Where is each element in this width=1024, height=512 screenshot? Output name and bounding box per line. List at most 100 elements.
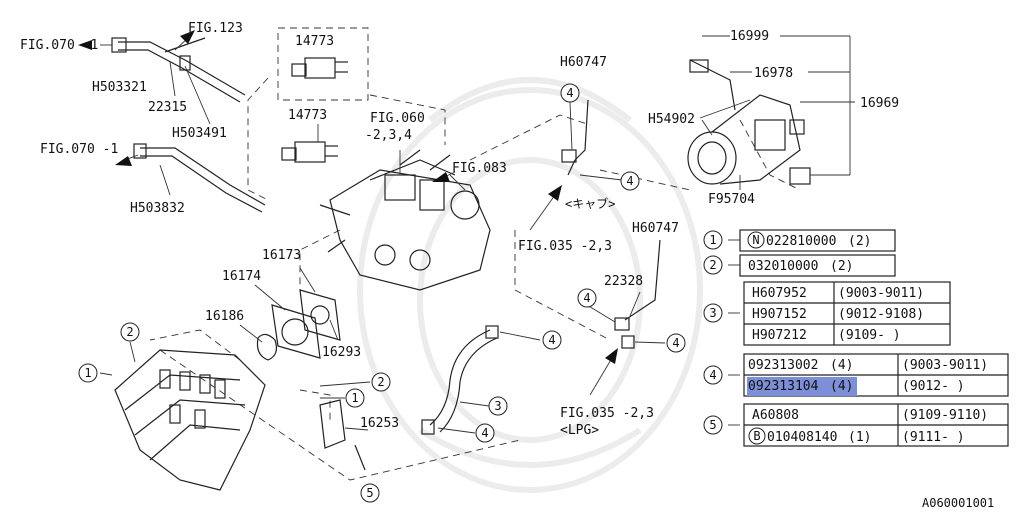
- arrow-left-icon: [115, 156, 132, 166]
- hose-h60747-top: [561, 99, 589, 176]
- throttle-body-16969: [687, 59, 811, 185]
- label-16999: 16999: [730, 29, 769, 44]
- part-number: 022810000: [766, 234, 836, 249]
- callout-4: 4: [577, 288, 597, 308]
- table-row: 5 A60808 (9109-9110) B 010408140 (1) (91…: [703, 403, 1009, 447]
- label-22315: 22315: [148, 100, 187, 115]
- gasket-16186: [256, 333, 278, 361]
- table-row: 1 N 022810000 (2): [703, 229, 896, 252]
- date-range: (9003-9011): [838, 286, 924, 301]
- date-range: (9109- ): [838, 328, 901, 343]
- qty: (1): [848, 430, 871, 445]
- date-range: (9109-9110): [902, 408, 988, 423]
- label-lpg: <LPG>: [560, 423, 599, 438]
- callout-4: 4: [666, 333, 686, 353]
- svg-text:3: 3: [494, 399, 501, 413]
- label-fig035-lpg: FIG.035 -2,3: [560, 406, 654, 421]
- bracket-16253: [319, 399, 366, 471]
- carburetor: [319, 149, 491, 291]
- label-14773-mid: 14773: [288, 108, 327, 123]
- callout-3: 3: [488, 396, 508, 416]
- qty: (2): [848, 234, 871, 249]
- part-number: H607952: [752, 286, 807, 301]
- hose-h60747-mid: [614, 239, 661, 349]
- arrows: [78, 30, 618, 396]
- label-16978: 16978: [754, 66, 793, 81]
- intake-manifold: [114, 349, 266, 491]
- diagram-id: A060001001: [922, 496, 994, 510]
- qty: (4): [830, 379, 853, 394]
- table-row: 3 H607952 (9003-9011) H907152 (9012-9108…: [703, 281, 951, 346]
- label-fig060-sub: -2,3,4: [365, 128, 412, 143]
- callout-4: 4: [475, 423, 495, 443]
- label-14773-top: 14773: [295, 34, 334, 49]
- arrow-up-icon: [548, 185, 562, 201]
- part-number: H907212: [752, 328, 807, 343]
- label-22328: 22328: [604, 274, 643, 289]
- leader-lines: [99, 35, 855, 434]
- hose-h503832: [133, 143, 266, 213]
- svg-text:3: 3: [709, 306, 716, 320]
- label-fig035-cap: FIG.035 -2,3: [518, 239, 612, 254]
- label-16253: 16253: [360, 416, 399, 431]
- part-number-highlighted: 092313104: [748, 379, 819, 394]
- arrow-left-icon: [432, 172, 450, 182]
- label-16969: 16969: [860, 96, 899, 111]
- label-fig070-top: FIG.070 -1: [20, 38, 98, 53]
- svg-text:4: 4: [481, 426, 488, 440]
- svg-text:4: 4: [583, 291, 590, 305]
- prefix-b: B: [753, 429, 760, 443]
- callout-5: 5: [360, 483, 380, 503]
- date-range: (9012-9108): [838, 307, 924, 322]
- svg-text:2: 2: [126, 325, 133, 339]
- label-16173: 16173: [262, 248, 301, 263]
- table-row: 2 032010000 (2): [703, 254, 896, 277]
- qty: (4): [830, 358, 853, 373]
- qty: (2): [830, 259, 853, 274]
- callout-1: 1: [345, 388, 365, 408]
- part-number: 032010000: [748, 259, 818, 274]
- arrow-up-right-icon: [180, 30, 195, 44]
- svg-text:4: 4: [626, 174, 633, 188]
- callout-2: 2: [120, 322, 140, 342]
- part-number: 010408140: [767, 430, 837, 445]
- part-number: A60808: [752, 408, 799, 423]
- callout-1: 1: [78, 363, 98, 383]
- part-number: 092313002: [748, 358, 818, 373]
- label-h54902: H54902: [648, 112, 695, 127]
- parts-table: 1 N 022810000 (2) 2 032010000 (2) 3 H607…: [703, 229, 1009, 447]
- label-kyab: <キャブ>: [565, 196, 615, 211]
- svg-text:4: 4: [548, 333, 555, 347]
- part-number: H907152: [752, 307, 807, 322]
- svg-text:4: 4: [566, 86, 573, 100]
- prefix-n: N: [752, 233, 759, 247]
- callout-4: 4: [542, 330, 562, 350]
- svg-text:1: 1: [709, 233, 716, 247]
- hose-22315: [111, 37, 246, 103]
- gasket-16173: [299, 289, 341, 341]
- selection-highlight: [747, 377, 857, 396]
- arrow-left-icon: [78, 40, 92, 50]
- svg-text:5: 5: [709, 418, 716, 432]
- label-16174: 16174: [222, 269, 261, 284]
- label-16293: 16293: [322, 345, 361, 360]
- label-fig123: FIG.123: [188, 21, 243, 36]
- part-labels: FIG.070 -1 FIG.123 H503321 22315 H503491…: [20, 21, 994, 510]
- arrow-up-icon: [605, 348, 618, 364]
- label-f95704: F95704: [708, 192, 755, 207]
- svg-text:4: 4: [672, 336, 679, 350]
- svg-text:2: 2: [377, 375, 384, 389]
- label-h503321: H503321: [92, 80, 147, 95]
- label-fig070-mid: FIG.070 -1: [40, 142, 118, 157]
- label-h503491: H503491: [172, 126, 227, 141]
- spacer-16174: [271, 304, 321, 359]
- date-range: (9012- ): [902, 379, 965, 394]
- svg-text:2: 2: [709, 258, 716, 272]
- label-h60747-mid: H60747: [632, 221, 679, 236]
- svg-text:1: 1: [351, 391, 358, 405]
- label-fig060: FIG.060: [370, 111, 425, 126]
- solenoid-valve-mid: [281, 141, 338, 163]
- label-16186: 16186: [205, 309, 244, 324]
- solenoid-valve-top: [291, 57, 348, 79]
